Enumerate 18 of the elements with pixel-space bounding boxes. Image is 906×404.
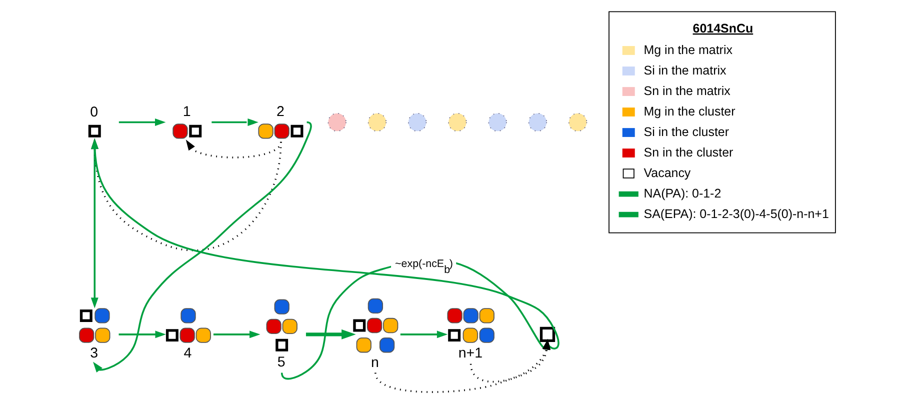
node-label: 0: [90, 104, 98, 121]
legend-label: Sn in the cluster: [644, 145, 734, 160]
legend-label: Mg in the cluster: [644, 104, 736, 118]
legend-label: Si in the matrix: [644, 63, 726, 78]
node-label: 4: [184, 345, 192, 362]
node-label: 5: [277, 354, 286, 370]
node-label: 1: [182, 104, 191, 120]
node-label: n+1: [458, 345, 483, 362]
legend-label: SA(EPA): 0-1-2-3(0)-4-5(0)-n-n+1: [644, 206, 829, 221]
node-label: 3: [90, 345, 98, 362]
legend-label: Sn in the matrix: [644, 84, 730, 98]
label: 6014SnCu: [692, 21, 754, 36]
legend-label: NA(PA): 0-1-2: [644, 186, 722, 200]
legend-label: Si in the cluster: [644, 124, 730, 139]
node-label: 2: [276, 104, 284, 120]
legend-label: Mg in the matrix: [644, 42, 732, 57]
legend-label: Vacancy: [644, 166, 691, 180]
node-label: n: [370, 355, 379, 372]
